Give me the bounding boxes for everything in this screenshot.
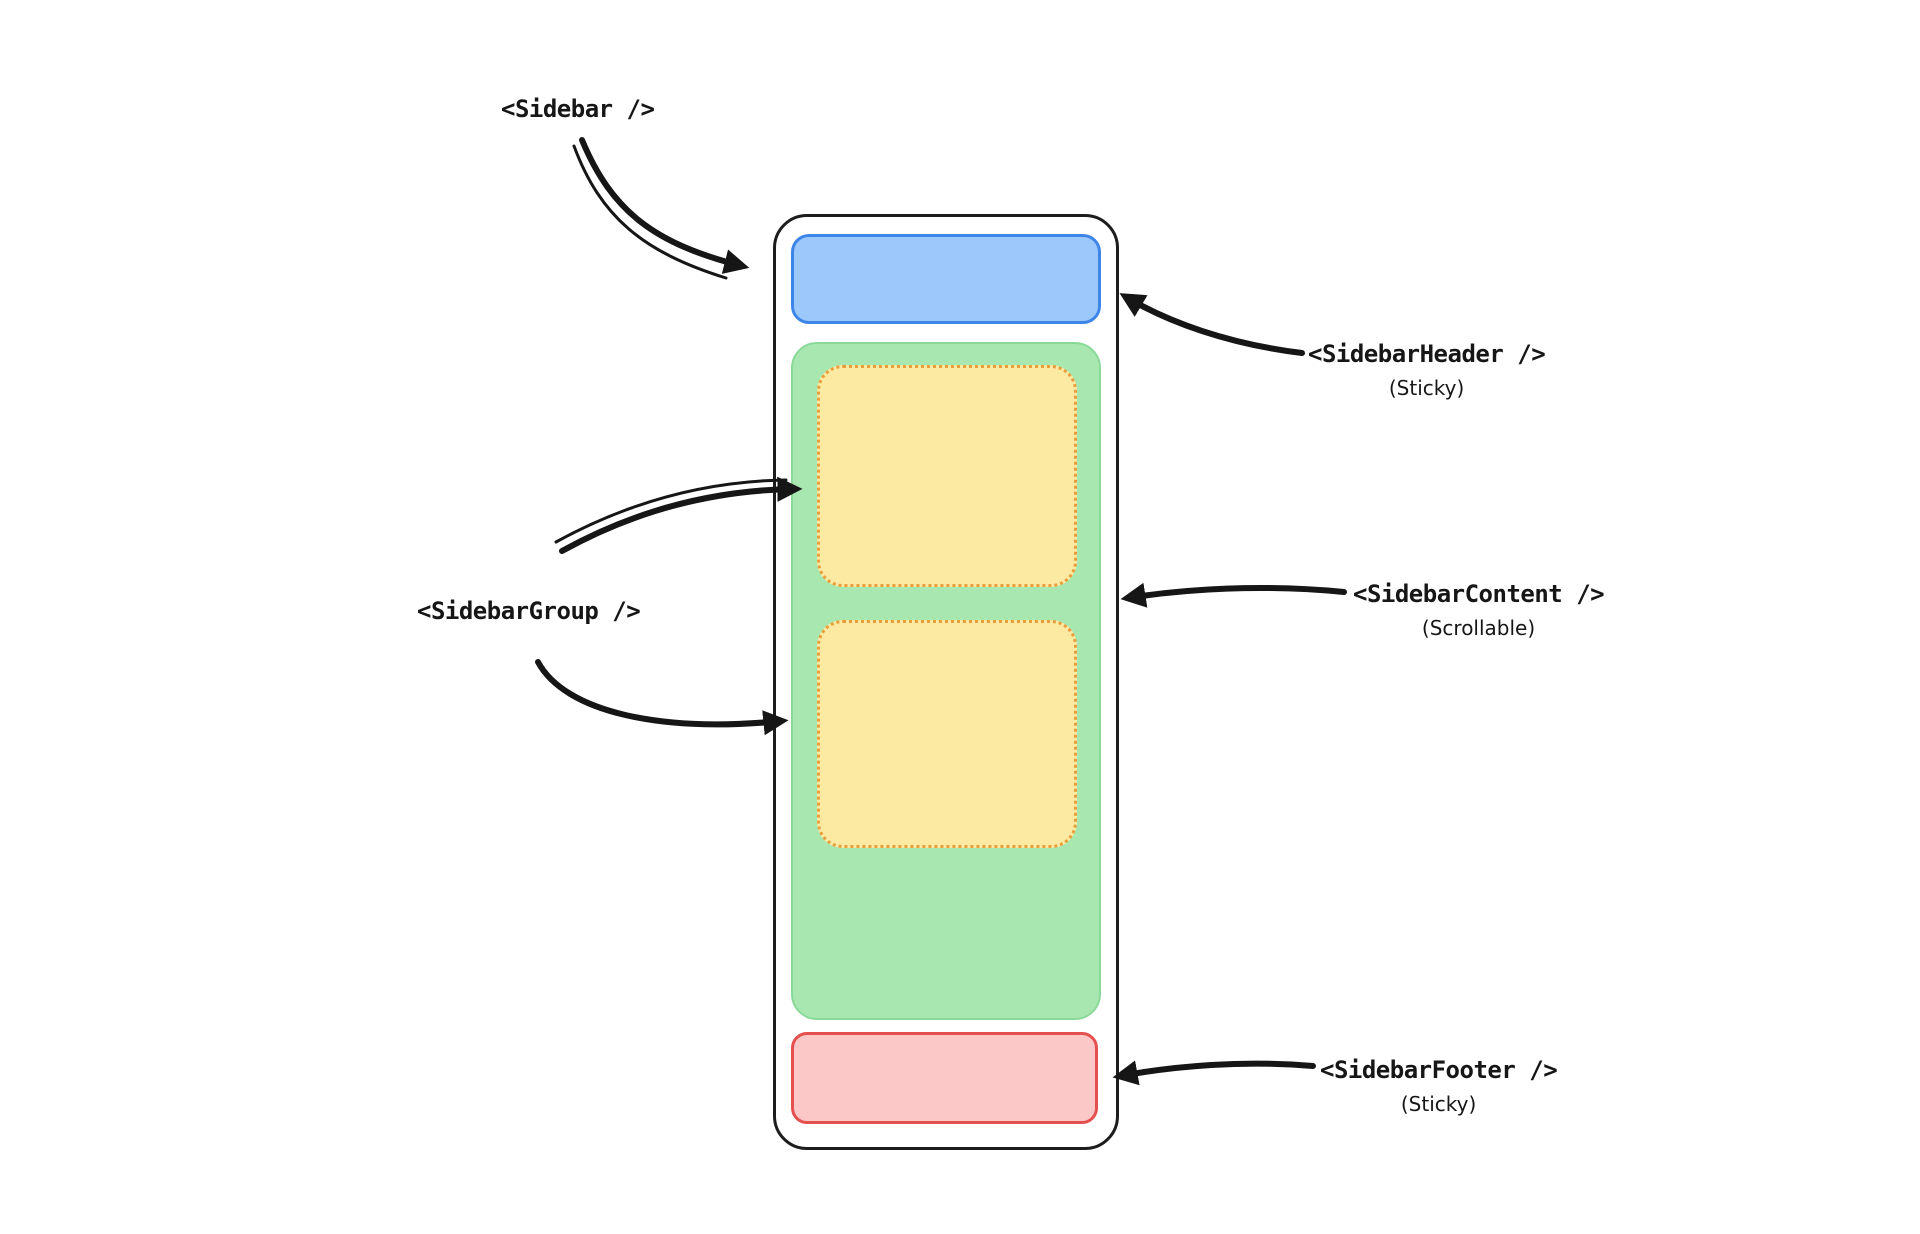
arrow-footer: [1112, 1060, 1316, 1086]
sidebar-group-label: <SidebarGroup />: [417, 597, 641, 625]
sidebar-header-label: <SidebarHeader />: [1308, 340, 1546, 368]
group-label-block: <SidebarGroup />: [417, 597, 641, 626]
arrow-content: [1120, 582, 1347, 608]
arrow-group-1: [559, 476, 803, 554]
sidebar-label-block: <Sidebar />: [501, 95, 655, 124]
arrow-group-2: [535, 659, 789, 736]
sidebar-group-box-2: [817, 620, 1077, 848]
sidebar-footer-box: [791, 1032, 1098, 1124]
sidebar-content-note: (Scrollable): [1421, 615, 1536, 640]
sidebar-content-label: <SidebarContent />: [1353, 580, 1605, 608]
sidebar-group-box-1: [817, 365, 1077, 587]
arrow-sidebar-sketch: [572, 144, 728, 280]
sidebar-footer-label: <SidebarFooter />: [1320, 1056, 1558, 1084]
arrow-sidebar: [579, 137, 750, 274]
sidebar-footer-note: (Sticky): [1400, 1091, 1477, 1116]
header-label-block: <SidebarHeader /> (Sticky): [1308, 340, 1546, 400]
sidebar-header-note: (Sticky): [1388, 375, 1465, 400]
arrow-header: [1119, 293, 1305, 356]
sidebar-header-box: [791, 234, 1101, 324]
footer-label-block: <SidebarFooter /> (Sticky): [1320, 1056, 1558, 1116]
arrow-group-1-sketch: [554, 478, 788, 544]
content-label-block: <SidebarContent /> (Scrollable): [1353, 580, 1605, 640]
sidebar-label: <Sidebar />: [501, 95, 655, 123]
